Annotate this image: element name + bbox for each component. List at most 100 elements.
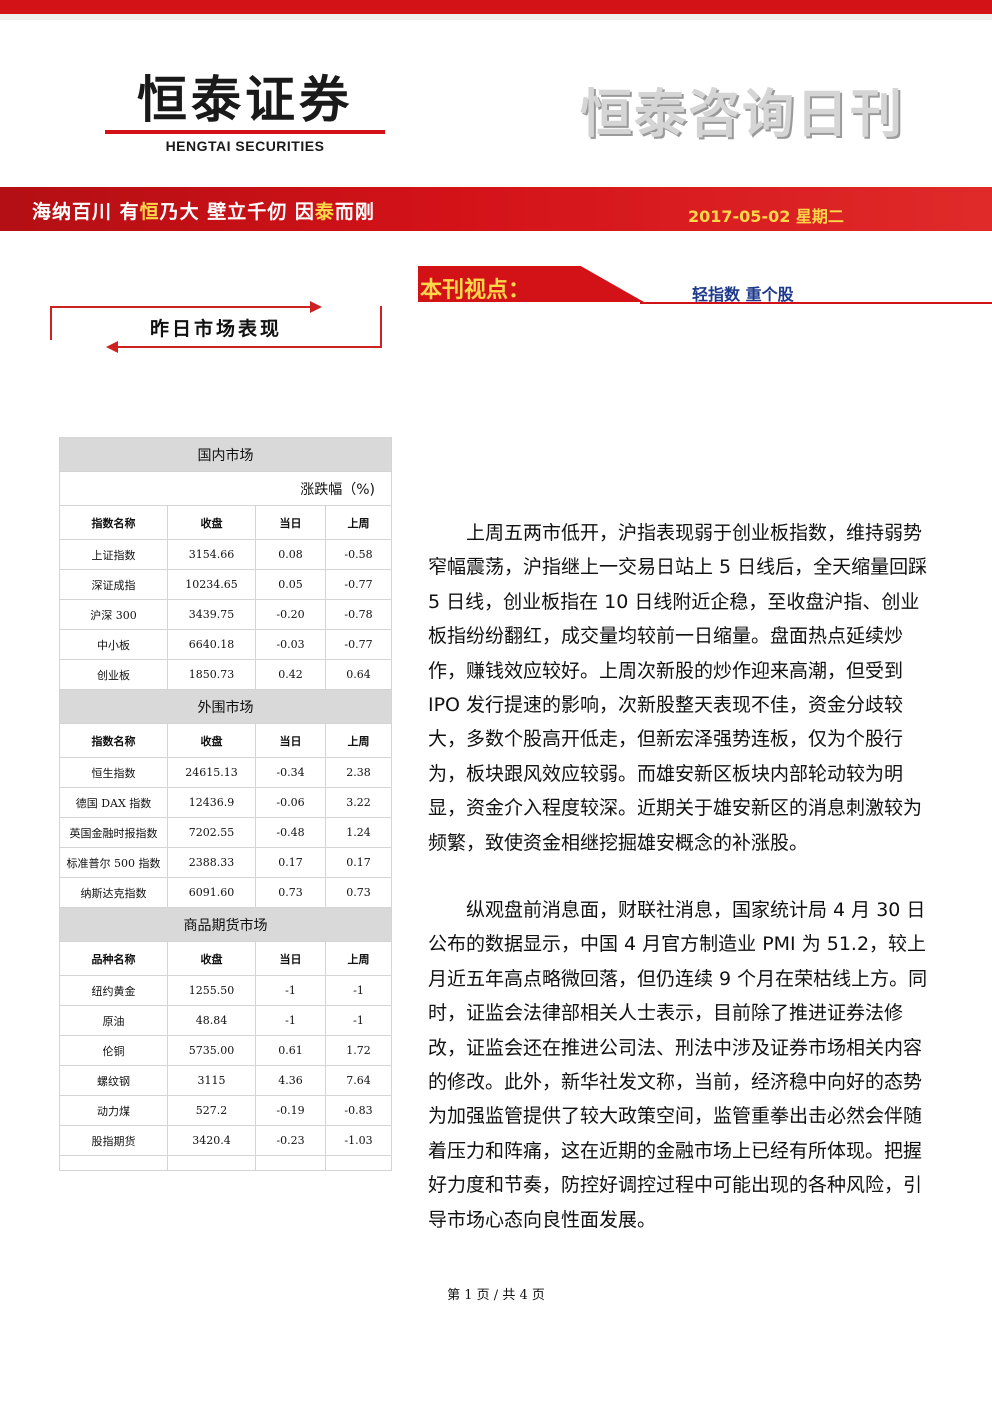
row-value: 0.64 — [325, 659, 392, 690]
commentary-paragraph-1: 上周五两市低开，沪指表现弱于创业板指数，维持弱势窄幅震荡，沪指继上一交易日站上 … — [428, 516, 932, 860]
column-header: 指数名称 — [59, 723, 168, 758]
issue-date: 2017-05-02 星期二 — [688, 207, 844, 226]
column-header: 指数名称 — [59, 505, 168, 540]
row-name: 原油 — [59, 1005, 168, 1036]
row-name: 深证成指 — [59, 569, 168, 600]
group-title-row: 商品期货市场 — [59, 907, 392, 942]
row-value: -1.03 — [325, 1125, 392, 1156]
column-header: 收盘 — [167, 941, 256, 976]
slogan-part: 海纳百川 有 — [32, 201, 140, 223]
row-value: 1.24 — [325, 817, 392, 848]
row-value: 6091.60 — [167, 877, 256, 908]
row-value: 0.73 — [255, 877, 326, 908]
viewpoint-text: 轻指数 重个股 — [692, 285, 794, 304]
row-value: -0.20 — [255, 599, 326, 630]
column-header: 上周 — [325, 941, 392, 976]
row-value: -0.83 — [325, 1095, 392, 1126]
company-logo: 恒泰证券 HENGTAI SECURITIES — [105, 72, 385, 154]
row-name: 纳斯达克指数 — [59, 877, 168, 908]
top-grey-bar — [0, 14, 992, 20]
publication-title: 恒泰咨询日刊 — [580, 85, 905, 145]
top-red-bar — [0, 0, 992, 14]
column-header: 当日 — [255, 505, 326, 540]
row-value: 1.72 — [325, 1035, 392, 1066]
frame-left-line — [50, 306, 52, 340]
row-name: 沪深 300 — [59, 599, 168, 630]
row-value: -0.58 — [325, 539, 392, 570]
table-header-row: 品种名称收盘当日上周 — [59, 941, 392, 976]
row-value: -1 — [325, 1005, 392, 1036]
column-header: 品种名称 — [59, 941, 168, 976]
row-name: 动力煤 — [59, 1095, 168, 1126]
slogan-banner: 海纳百川 有恒乃大 壁立千仞 因泰而刚 2017-05-02 星期二 — [0, 187, 992, 231]
row-value: 0.05 — [255, 569, 326, 600]
column-header: 上周 — [325, 723, 392, 758]
group-title: 国内市场 — [59, 437, 392, 472]
row-value: -0.77 — [325, 629, 392, 660]
row-value: 7202.55 — [167, 817, 256, 848]
row-name: 英国金融时报指数 — [59, 817, 168, 848]
logo-chinese-name: 恒泰证券 — [137, 71, 353, 129]
row-value: 0.08 — [255, 539, 326, 570]
arrow-right-icon — [310, 301, 322, 313]
row-value: 12436.9 — [167, 787, 256, 818]
row-value: 3115 — [167, 1065, 256, 1096]
row-name: 创业板 — [59, 659, 168, 690]
row-value: 2388.33 — [167, 847, 256, 878]
row-value: 6640.18 — [167, 629, 256, 660]
slogan-part: 乃大 壁立千仞 因 — [159, 201, 315, 223]
frame-bottom-line — [116, 346, 382, 348]
row-value: 2.38 — [325, 757, 392, 788]
row-value: -1 — [325, 975, 392, 1006]
group-title-row: 国内市场 — [59, 437, 392, 472]
row-value: -1 — [255, 1005, 326, 1036]
row-name: 纽约黄金 — [59, 975, 168, 1006]
row-value: -0.48 — [255, 817, 326, 848]
row-name: 上证指数 — [59, 539, 168, 570]
group-title: 外围市场 — [59, 689, 392, 724]
row-name: 股指期货 — [59, 1125, 168, 1156]
row-value: 4.36 — [255, 1065, 326, 1096]
row-name: 恒生指数 — [59, 757, 168, 788]
table-header-row: 指数名称收盘当日上周 — [59, 505, 392, 540]
row-name: 标准普尔 500 指数 — [59, 847, 168, 878]
row-value: 3439.75 — [167, 599, 256, 630]
slogan: 海纳百川 有恒乃大 壁立千仞 因泰而刚 — [32, 197, 375, 224]
row-value: 7.64 — [325, 1065, 392, 1096]
row-value: 1850.73 — [167, 659, 256, 690]
slogan-highlight: 恒 — [139, 201, 160, 223]
row-value: -1 — [255, 975, 326, 1006]
column-header: 当日 — [255, 941, 326, 976]
row-value: -0.03 — [255, 629, 326, 660]
viewpoint-label: 本刊视点： — [420, 278, 531, 303]
section-title: 昨日市场表现 — [149, 318, 282, 340]
empty-cell — [59, 1155, 168, 1171]
row-value: -0.34 — [255, 757, 326, 788]
slogan-part: 而刚 — [334, 201, 375, 223]
slogan-highlight: 泰 — [314, 201, 335, 223]
frame-right-line — [380, 306, 382, 348]
row-value: 0.17 — [255, 847, 326, 878]
viewpoint-rule — [640, 302, 992, 304]
paragraph-text: 纵观盘前消息面，财联社消息，国家统计局 4 月 30 日公布的数据显示，中国 4… — [428, 899, 928, 1231]
row-value: 0.42 — [255, 659, 326, 690]
row-name: 螺纹钢 — [59, 1065, 168, 1096]
paragraph-text: 上周五两市低开，沪指表现弱于创业板指数，维持弱势窄幅震荡，沪指继上一交易日站上 … — [428, 522, 928, 854]
row-value: 5735.00 — [167, 1035, 256, 1066]
row-value: 48.84 — [167, 1005, 256, 1036]
page-number: 第 1 页 / 共 4 页 — [447, 1288, 545, 1303]
column-header: 当日 — [255, 723, 326, 758]
